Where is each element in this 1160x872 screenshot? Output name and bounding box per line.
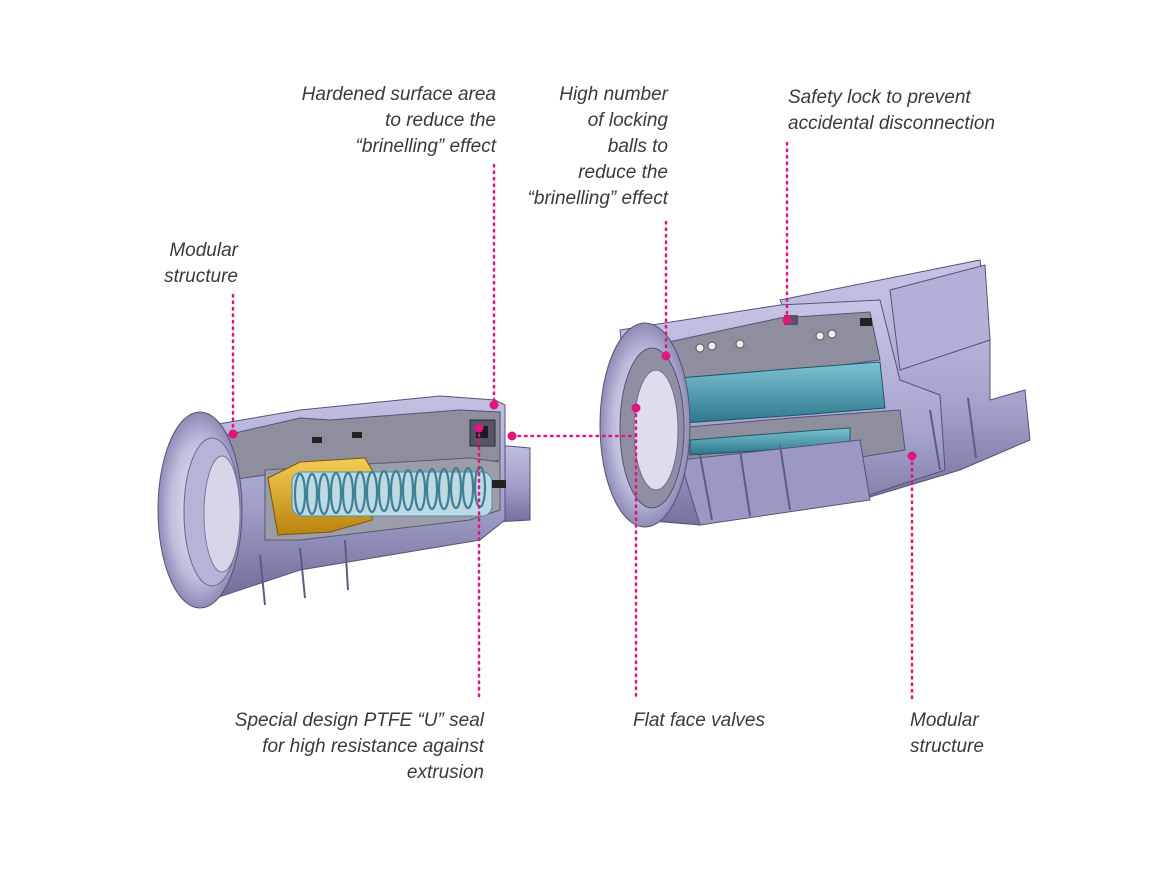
left-coupling-half [157,395,531,609]
dot-modular-left [228,429,238,439]
dot-locking-balls [661,351,671,361]
label-modular-structure-left: Modular structure [164,240,238,287]
dot-safety-lock [782,315,792,325]
label-flat-face-valves: Flat face valves [633,710,765,731]
right-coupling-half [599,259,1031,528]
label-safety-lock: Safety lock to prevent accidental discon… [788,87,996,134]
label-hardened-surface: Hardened surface area to reduce the “bri… [301,84,496,157]
dot-modular-right [907,451,917,461]
dot-ptfe-seal [474,423,484,433]
dot-flat-face-left [507,431,517,441]
spring [291,465,493,517]
label-modular-structure-right: Modular structure [910,710,984,757]
dot-hardened [489,400,499,410]
callout-leaders [231,141,914,704]
dot-flat-face [631,403,641,413]
callout-dots [228,315,917,461]
label-locking-balls: High number of locking balls to reduce t… [527,84,668,209]
label-ptfe-seal: Special design PTFE “U” seal for high re… [234,710,484,783]
